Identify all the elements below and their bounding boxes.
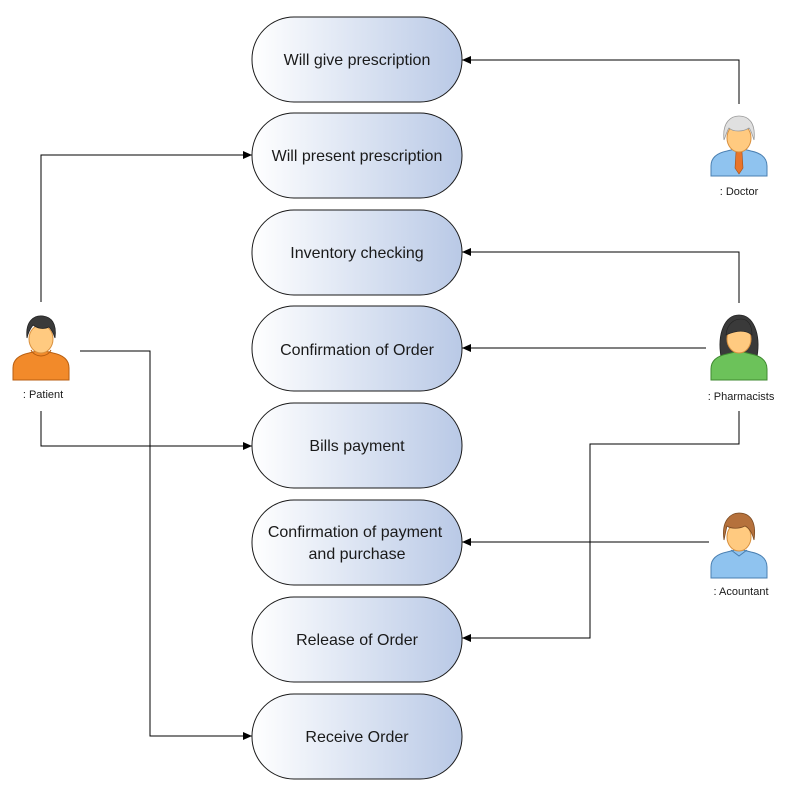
connector-patient-receive-order [80, 350, 252, 740]
actor-doctor[interactable]: : Doctor [710, 115, 768, 198]
usecase-label: Bills payment [309, 438, 405, 455]
usecase-label: Release of Order [296, 632, 419, 649]
connector-doctor-give-prescription [462, 56, 740, 104]
actor-label: : Acountant [713, 586, 768, 598]
actor-acountant[interactable]: : Acountant [710, 512, 769, 598]
usecase-bills-payment[interactable]: Bills payment [251, 402, 463, 489]
usecase-label: Will present prescription [272, 148, 443, 165]
actor-patient[interactable]: : Patient [12, 315, 70, 401]
actor-pharmacists[interactable]: : Pharmacists [708, 314, 775, 403]
usecase-release-of-order[interactable]: Release of Order [251, 596, 463, 683]
usecase-label-line-1: Confirmation of payment [268, 524, 443, 541]
connector-patient-bills-payment [40, 411, 252, 450]
actor-label: : Doctor [720, 186, 759, 198]
pharmacist-icon [710, 314, 768, 381]
actor-label: : Patient [23, 389, 63, 401]
actor-label: : Pharmacists [708, 391, 775, 403]
patient-icon [12, 315, 70, 381]
usecase-label: Will give prescription [284, 52, 431, 69]
usecase-inventory-checking[interactable]: Inventory checking [251, 209, 463, 296]
use-cases: Will give prescription Will present pres… [251, 16, 463, 780]
usecase-confirmation-of-order[interactable]: Confirmation of Order [251, 305, 463, 392]
connector-patient-present-prescription [40, 151, 252, 302]
connector-pharmacists-release-order [462, 411, 740, 642]
usecase-confirmation-of-payment[interactable]: Confirmation of payment and purchase [251, 499, 463, 586]
usecase-label: Confirmation of Order [280, 342, 435, 359]
connector-pharmacists-inventory [462, 248, 740, 303]
usecase-label: Inventory checking [290, 245, 423, 262]
usecase-will-give-prescription[interactable]: Will give prescription [251, 16, 463, 103]
usecase-label: Receive Order [305, 729, 409, 746]
accountant-icon [710, 512, 768, 579]
usecase-label-line-2: and purchase [309, 546, 406, 563]
usecase-receive-order[interactable]: Receive Order [251, 693, 463, 780]
connectors [40, 56, 740, 740]
usecase-will-present-prescription[interactable]: Will present prescription [251, 112, 463, 199]
doctor-icon [710, 115, 768, 177]
